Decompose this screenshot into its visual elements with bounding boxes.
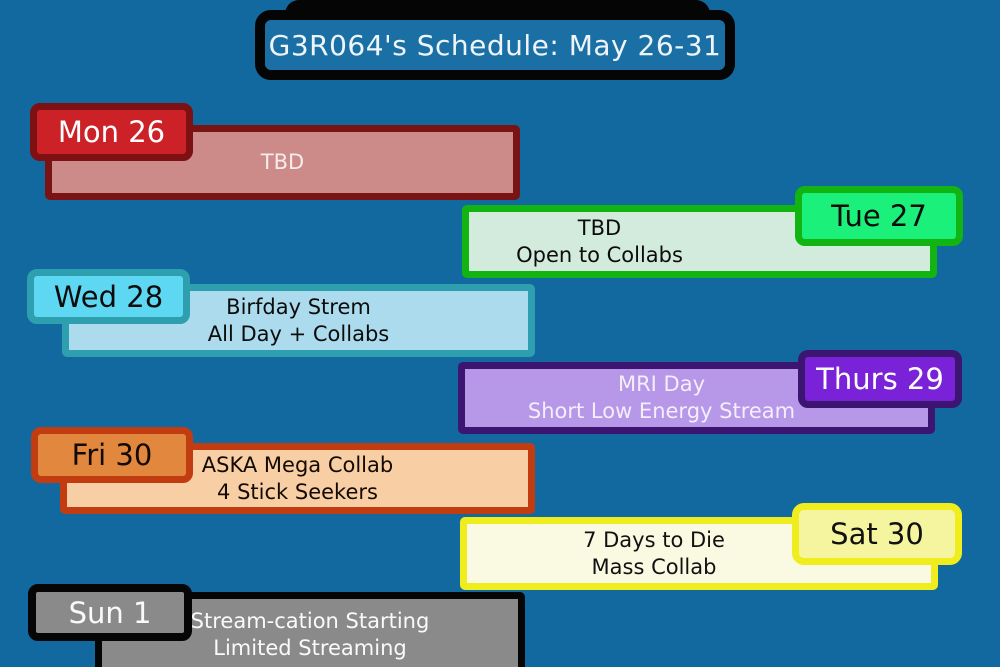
event-line-2: Open to Collabs — [516, 242, 683, 267]
day-label-text: Fri 30 — [71, 438, 153, 472]
day-label-text: Sun 1 — [68, 595, 152, 630]
day-label-monday: Mon 26 — [30, 103, 193, 161]
event-bar-wednesday: Birfday Strem All Day + Collabs — [62, 284, 535, 357]
event-line-2: Mass Collab — [591, 554, 717, 579]
event-line-1: MRI Day — [617, 372, 706, 396]
day-label-text: Mon 26 — [57, 115, 166, 149]
event-line-2: Short Low Energy Stream — [527, 399, 796, 423]
event-line-2: Limited Streaming — [213, 635, 407, 660]
event-line-1: Stream-cation Starting — [190, 608, 430, 633]
event-line-2: All Day + Collabs — [207, 321, 390, 346]
day-label-text: Tue 27 — [831, 199, 927, 233]
event-line-1: 7 Days to Die — [583, 527, 725, 552]
event-line-1: TBD — [260, 150, 305, 174]
day-label-thursday: Thurs 29 — [798, 350, 962, 408]
day-label-text: Wed 28 — [53, 279, 164, 314]
schedule-title-box: G3R064's Schedule: May 26-31 — [255, 10, 735, 80]
day-label-text: Thurs 29 — [816, 362, 944, 396]
day-label-friday: Fri 30 — [31, 427, 193, 483]
event-line-1: Birfday Strem — [226, 294, 371, 319]
day-label-wednesday: Wed 28 — [27, 269, 190, 324]
schedule-title: G3R064's Schedule: May 26-31 — [268, 28, 722, 62]
day-label-text: Sat 30 — [830, 517, 924, 551]
day-label-saturday: Sat 30 — [792, 503, 962, 565]
event-line-1: ASKA Mega Collab — [201, 452, 394, 477]
event-line-1: TBD — [577, 215, 622, 240]
day-label-sunday: Sun 1 — [28, 584, 192, 641]
event-line-2: 4 Stick Seekers — [217, 479, 378, 504]
day-label-tuesday: Tue 27 — [795, 186, 963, 246]
